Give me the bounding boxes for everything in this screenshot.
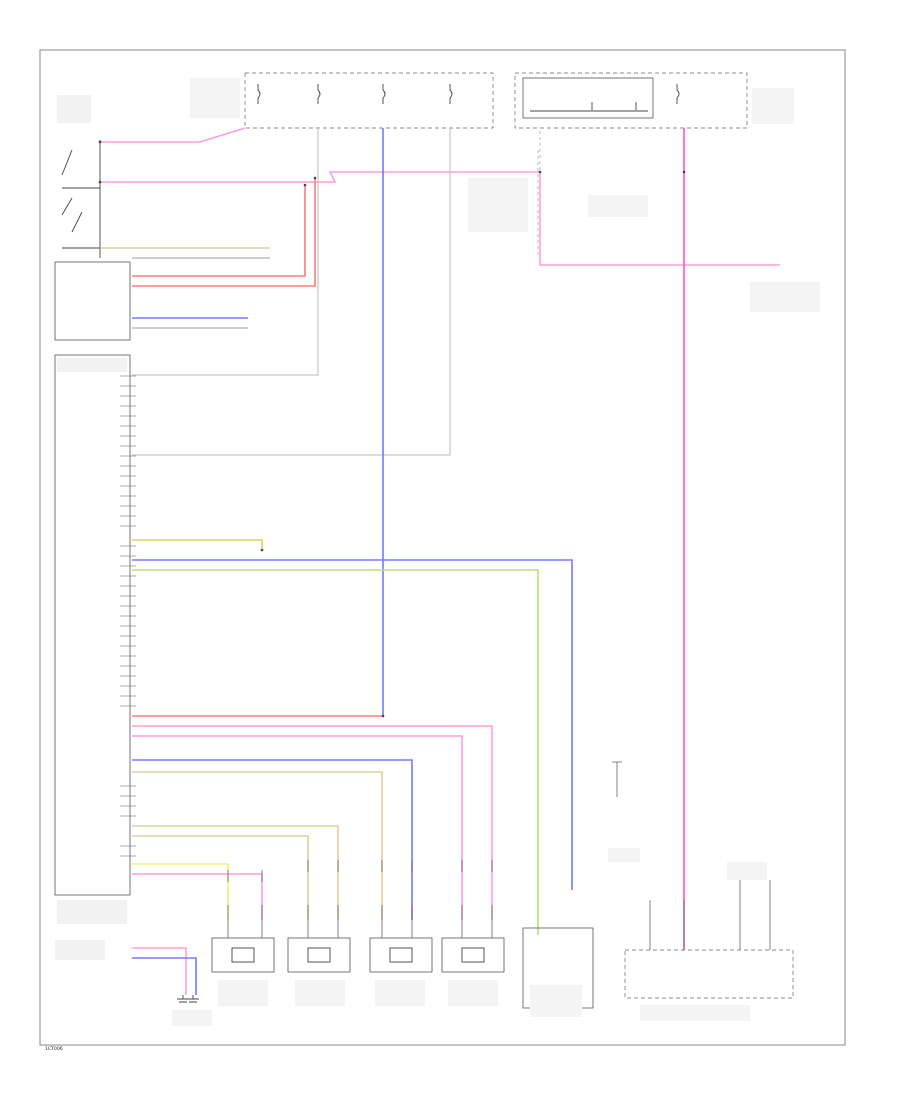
sensor-leads [227,860,493,938]
module-pin-ticks [120,375,136,857]
switch-block [61,140,101,258]
diagram-frame [39,49,846,1046]
fuse-box-top-left [244,72,494,129]
sensor-modules [211,937,505,973]
wire-blue-lower [132,759,413,920]
wire-magenta-lower [132,725,493,920]
wire-grey-small [132,257,270,329]
wire-top-pink [100,127,780,266]
control-module-box [54,354,131,896]
lamp-leads [612,761,771,950]
fuse-box-top-right [514,72,748,129]
connector-dots [98,140,686,718]
fuse-symbols [257,84,680,110]
wire-bottom-left [132,947,197,995]
connector-box-a [54,261,131,341]
wire-violet-lower [132,873,263,920]
tiny-labels [55,78,820,1026]
relay-inner-box [522,77,654,119]
wire-red-upper [132,178,316,287]
lamp-module [624,949,794,999]
wire-green-long [132,569,539,935]
wire-relay-dash [537,130,541,255]
wire-vertical-grey [132,128,451,456]
wire-blue-long [132,559,573,890]
wire-yellow-lower [132,863,229,920]
wire-khaki-lower [132,771,383,920]
footer-code: 1CT006 [45,1046,63,1052]
wire-yellow-mid [132,539,263,550]
ground-symbols [177,995,199,1003]
sensor-glyphs [231,947,485,963]
